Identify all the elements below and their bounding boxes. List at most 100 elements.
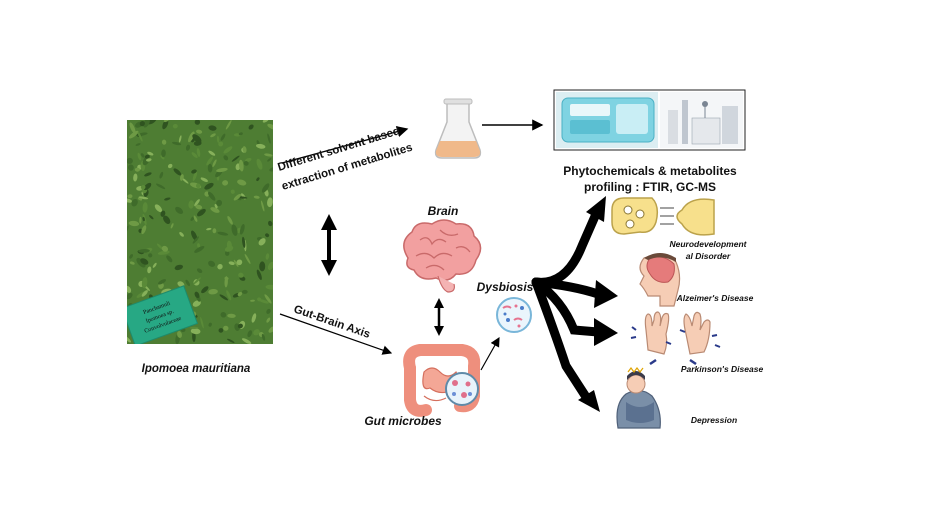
leaf — [228, 261, 235, 265]
leaf — [258, 238, 266, 246]
leaf — [174, 264, 183, 271]
leaf — [231, 155, 240, 162]
leaf — [218, 328, 224, 333]
leaf — [239, 223, 245, 235]
leaf — [143, 120, 150, 128]
leaf — [127, 293, 133, 300]
leaf — [227, 215, 233, 225]
leaf — [142, 202, 148, 213]
leaf — [147, 151, 154, 156]
leaf-texture — [127, 120, 273, 344]
leaf — [267, 261, 273, 271]
leaf — [210, 207, 220, 213]
leaf — [144, 154, 150, 159]
leaf — [267, 123, 273, 130]
leaf — [127, 194, 133, 199]
leaf — [220, 312, 227, 318]
plant-sign: Panchamuli Ipomoea sp. Convolvulaceae — [127, 285, 199, 344]
leaf — [200, 177, 208, 182]
leaf — [264, 153, 273, 157]
leaf — [267, 158, 272, 162]
leaf — [217, 231, 229, 236]
leaf — [225, 120, 232, 130]
leaf — [129, 122, 136, 134]
depression-label: Depression — [691, 415, 737, 425]
leaf — [206, 227, 212, 231]
leaf — [216, 199, 223, 207]
brain-label: Brain — [428, 204, 459, 218]
leaf — [268, 220, 273, 227]
leaf — [237, 292, 243, 297]
leaf — [129, 254, 134, 259]
gut-microbe-petri-icon — [445, 372, 479, 406]
leaf — [167, 163, 173, 169]
leaf — [265, 284, 273, 290]
alzheimer-head-icon — [639, 253, 681, 307]
branching-arrows — [531, 209, 603, 405]
leaf — [139, 120, 145, 127]
leaf — [256, 177, 260, 182]
leaf — [192, 300, 201, 307]
leaf — [127, 285, 132, 293]
leaf — [212, 228, 217, 234]
profiling-text-2: profiling : FTIR, GC-MS — [584, 180, 716, 194]
instrument-image — [553, 89, 746, 151]
leaf — [267, 133, 271, 144]
leaf — [242, 236, 246, 248]
leaf — [196, 148, 201, 157]
leaf — [238, 272, 244, 278]
leaf — [226, 290, 232, 301]
brain-icon — [403, 219, 482, 293]
leaf — [157, 250, 170, 255]
leaf — [160, 210, 166, 217]
leaf — [256, 269, 262, 280]
leaf — [238, 159, 244, 172]
leaf — [166, 255, 173, 263]
leaf — [201, 286, 209, 294]
leaf — [236, 259, 243, 266]
leaf — [139, 216, 142, 224]
leaf — [140, 258, 149, 265]
leaf — [243, 161, 249, 166]
leaf — [141, 277, 148, 289]
parkinson-hands-icon — [630, 311, 721, 366]
leaf — [179, 232, 184, 237]
leaf — [162, 120, 169, 130]
leaf — [127, 164, 134, 171]
leaf — [241, 289, 248, 294]
leaf — [266, 308, 271, 314]
leaf — [170, 223, 174, 229]
leaf — [161, 245, 169, 252]
leaf — [143, 182, 152, 191]
leaf — [135, 143, 141, 146]
leaf — [177, 281, 185, 288]
leaf — [181, 177, 189, 184]
leaf — [206, 156, 214, 166]
leaf — [142, 217, 145, 222]
leaf — [195, 204, 203, 210]
leaf — [261, 333, 266, 341]
leaf — [223, 146, 233, 154]
brain-gut-double-arrow — [434, 298, 444, 336]
leaf — [222, 180, 229, 186]
leaf — [223, 155, 229, 161]
leaf — [227, 338, 235, 344]
leaf — [194, 199, 200, 207]
leaf — [127, 198, 133, 203]
leaf — [161, 149, 166, 158]
leaf — [140, 153, 145, 158]
leaf — [128, 130, 139, 139]
parkinson-label: Parkinson's Disease — [681, 364, 764, 374]
leaf — [237, 323, 243, 329]
leaf — [138, 248, 150, 253]
leaf — [233, 193, 242, 201]
leaf — [216, 135, 220, 143]
leaf — [175, 206, 184, 214]
profiling-text-1: Phytochemicals & metabolites — [563, 164, 737, 178]
leaf — [196, 268, 203, 274]
leaf — [224, 250, 230, 256]
leaf — [147, 266, 152, 274]
leaf — [266, 317, 271, 323]
leaf — [188, 200, 195, 209]
leaf — [192, 134, 202, 143]
